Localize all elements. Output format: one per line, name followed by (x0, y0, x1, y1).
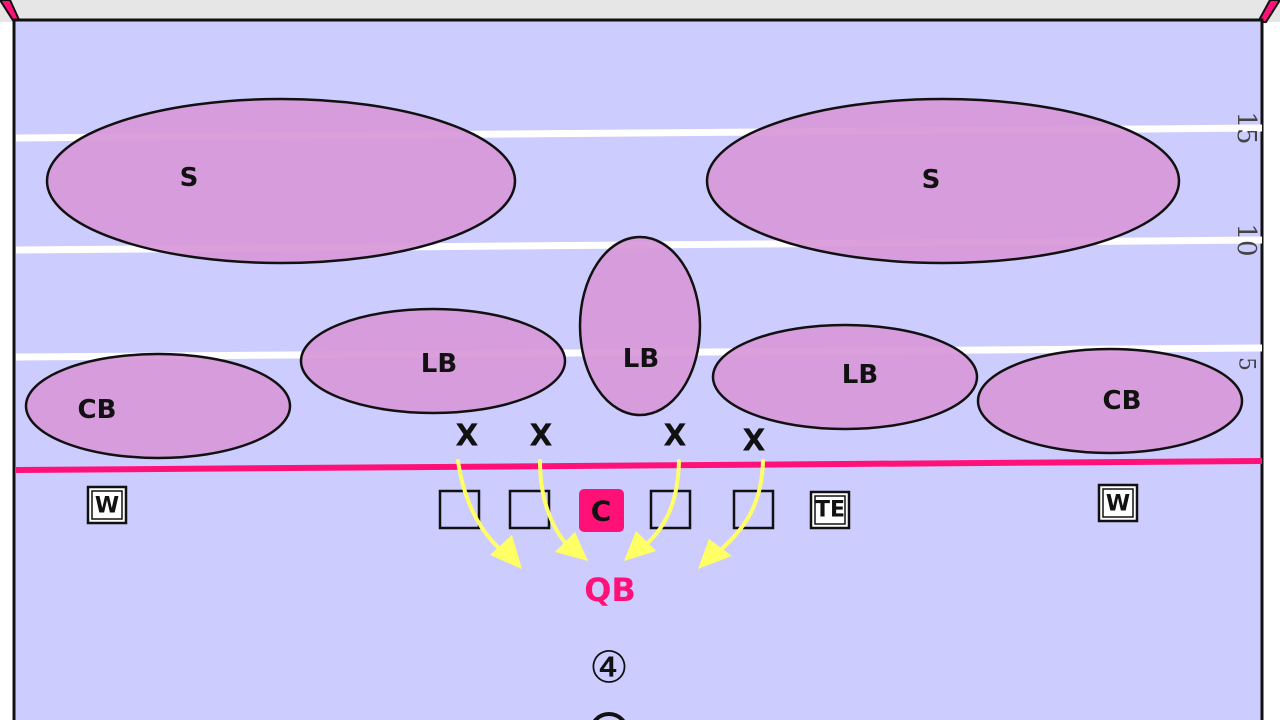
zone-s-right (705, 97, 1181, 265)
receiver-right-marker (1097, 483, 1139, 523)
top-bar (0, 0, 1280, 22)
rush-arrow-3 (639, 459, 681, 551)
tight-end-marker (809, 490, 851, 530)
zone-label-lb-left: LB (421, 349, 457, 379)
rush-arrowhead-4 (698, 539, 732, 569)
receiver-right-inner-border (1102, 488, 1134, 518)
zone-label-cb-right: CB (1103, 386, 1142, 416)
offensive-lineman-right-tackle (732, 489, 775, 530)
zone-cb-right (976, 347, 1244, 455)
offensive-lineman-right-guard (649, 489, 692, 530)
tight-end-label: TE (815, 498, 845, 523)
offensive-lineman-left-tackle (438, 489, 481, 530)
zone-lb-middle (578, 235, 702, 417)
rush-arrow-1 (456, 459, 506, 555)
next-step-marker-partial (593, 712, 625, 720)
zone-cb-left (24, 352, 292, 460)
center-label: C (591, 495, 612, 528)
rush-arrowhead-1 (490, 535, 522, 569)
zone-label-lb-middle: LB (623, 344, 659, 374)
yard-number-5: 5 (1234, 357, 1259, 371)
coverage-zones (24, 97, 1244, 460)
yard-number-15: 15 (1231, 111, 1261, 144)
rush-arrow-4 (715, 459, 765, 555)
line-of-scrimmage (15, 458, 1263, 473)
yard-number-10: 10 (1231, 223, 1261, 256)
zone-label-cb-left: CB (78, 395, 117, 425)
zone-s-left (45, 97, 517, 265)
zone-label-s-left: S (180, 163, 199, 193)
zone-lb-right (711, 323, 979, 431)
center-marker (579, 489, 624, 532)
receiver-left-label: W (95, 494, 119, 519)
receiver-left-inner-border (91, 490, 123, 520)
receiver-left-marker (86, 485, 128, 525)
zone-label-s-right: S (922, 165, 941, 195)
rusher-x-2: X (529, 419, 552, 454)
rusher-x-4: X (742, 424, 765, 459)
zone-label-lb-right: LB (842, 360, 878, 390)
rush-arrowheads (490, 531, 732, 569)
quarterback-label: QB (584, 571, 636, 609)
rusher-x-1: X (455, 419, 478, 454)
rush-arrowhead-2 (555, 532, 588, 561)
tight-end-inner-border (814, 495, 846, 525)
zone-lb-left (299, 307, 567, 415)
rush-arrowhead-3 (624, 531, 656, 561)
rusher-x-3: X (663, 419, 686, 454)
receiver-right-label: W (1106, 492, 1130, 517)
step-marker-4: ④ (589, 643, 628, 694)
